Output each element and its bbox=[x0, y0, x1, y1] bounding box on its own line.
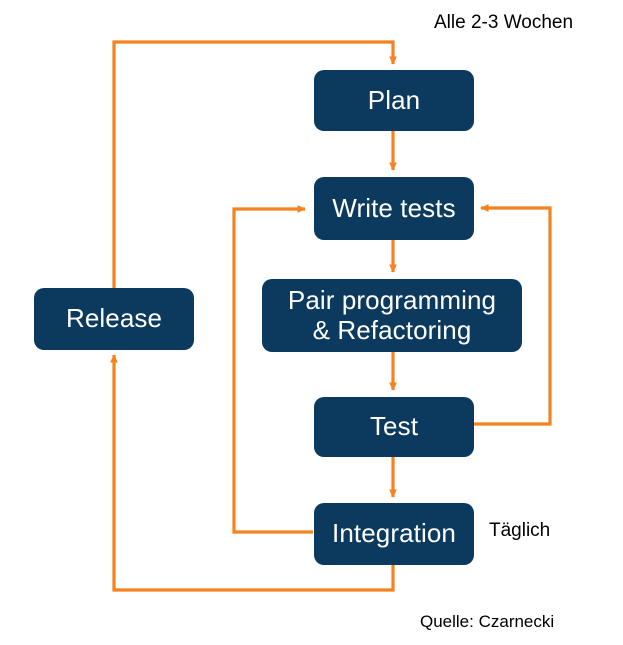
node-test-label: Test bbox=[369, 411, 419, 442]
node-test[interactable]: Test bbox=[314, 397, 474, 457]
edge-integration-to-release bbox=[110, 354, 395, 592]
node-plan[interactable]: Plan bbox=[314, 70, 474, 131]
node-release[interactable]: Release bbox=[34, 288, 194, 350]
node-write-tests[interactable]: Write tests bbox=[314, 177, 474, 240]
edge-test-to-write-tests bbox=[473, 204, 552, 426]
edge-integration-to-write-tests bbox=[232, 205, 313, 534]
node-release-label: Release bbox=[65, 303, 163, 334]
edge-release-to-plan bbox=[112, 40, 397, 289]
node-integration[interactable]: Integration bbox=[314, 503, 474, 565]
node-plan-label: Plan bbox=[367, 84, 421, 115]
node-integration-label: Integration bbox=[332, 518, 456, 549]
node-pair-programming-label: Pair programming & Refactoring bbox=[287, 285, 497, 345]
node-pair-programming[interactable]: Pair programming & Refactoring bbox=[262, 279, 522, 352]
node-write-tests-label: Write tests bbox=[332, 192, 456, 223]
annotation-cycle-cadence: Alle 2-3 Wochen bbox=[434, 12, 574, 33]
annotation-daily-cadence: Täglich bbox=[489, 520, 551, 541]
annotation-source-credit: Quelle: Czarnecki bbox=[420, 612, 555, 631]
